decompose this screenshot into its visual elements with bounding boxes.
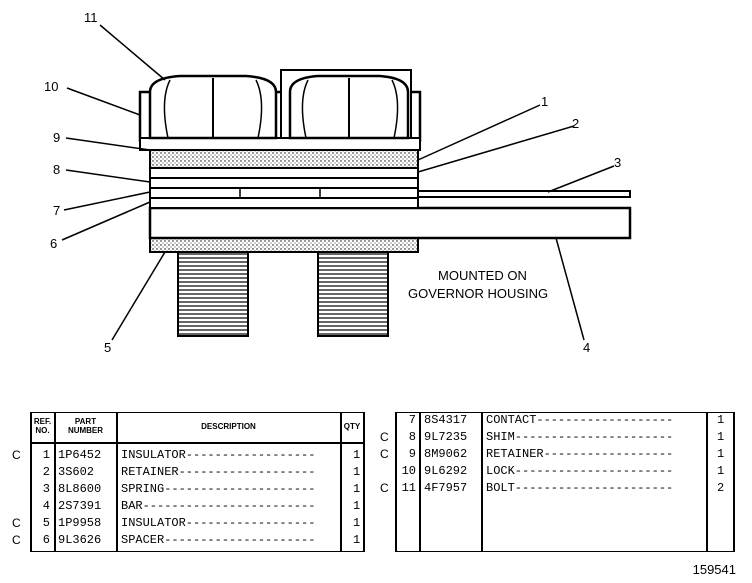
- contact: [149, 187, 419, 199]
- bolt-shank-left: [177, 249, 249, 337]
- ref-number: 6: [42, 533, 50, 547]
- quantity: 1: [717, 413, 725, 427]
- part-number: 8L8600: [58, 482, 102, 496]
- quantity: 1: [353, 516, 361, 530]
- spring: [417, 190, 631, 198]
- ref-number: 5: [42, 516, 50, 530]
- figure-number: 159541: [692, 562, 736, 577]
- callout-6: 6: [50, 236, 57, 251]
- description: CONTACT-------------------: [486, 413, 674, 427]
- quantity: 1: [353, 465, 361, 479]
- quantity: 1: [353, 533, 361, 547]
- mounted-note-line2: GOVERNOR HOUSING: [408, 286, 548, 301]
- description: RETAINER------------------: [486, 447, 674, 461]
- ref-number: 10: [401, 464, 416, 478]
- part-number: 1P6452: [58, 448, 102, 462]
- callout-4: 4: [583, 340, 590, 355]
- quantity: 2: [717, 481, 725, 495]
- callout-5: 5: [104, 340, 111, 355]
- description: BOLT----------------------: [486, 481, 674, 495]
- callout-9: 9: [53, 130, 60, 145]
- part-number: 4F7957: [424, 481, 468, 495]
- quantity: 1: [353, 482, 361, 496]
- callout-10: 10: [44, 79, 58, 94]
- part-number: 9L7235: [424, 430, 468, 444]
- bar: [148, 206, 632, 240]
- part-number: 3S602: [58, 465, 95, 479]
- header-qty: QTY: [343, 422, 361, 431]
- ref-number: 1: [42, 448, 50, 462]
- callout-1: 1: [541, 94, 548, 109]
- retainer: [149, 167, 419, 179]
- description: SPACER---------------------: [121, 533, 316, 547]
- ref-number: 3: [42, 482, 50, 496]
- quantity: 1: [717, 447, 725, 461]
- part-number: 2S7391: [58, 499, 102, 513]
- ref-number: 9: [408, 447, 416, 461]
- part-number: 9L3626: [58, 533, 102, 547]
- header-description: DESCRIPTION: [201, 422, 256, 431]
- description: LOCK----------------------: [486, 464, 674, 478]
- part-number: 8S4317: [424, 413, 468, 427]
- callout-8: 8: [53, 162, 60, 177]
- change-flag: C: [380, 447, 389, 461]
- ref-number: 2: [42, 465, 50, 479]
- parts-table-right: [395, 412, 735, 552]
- quantity: 1: [717, 464, 725, 478]
- quantity: 1: [353, 448, 361, 462]
- insulator-top: [149, 149, 419, 169]
- description: INSULATOR------------------: [121, 516, 316, 530]
- callout-3: 3: [614, 155, 621, 170]
- change-flag: C: [12, 516, 21, 530]
- shim: [149, 177, 419, 189]
- header-ref-no: REF.NO.: [33, 417, 52, 435]
- ref-number: 7: [408, 413, 416, 427]
- description: INSULATOR------------------: [121, 448, 316, 462]
- change-flag: C: [380, 481, 389, 495]
- ref-number: 4: [42, 499, 50, 513]
- part-number: 9L6292: [424, 464, 468, 478]
- mounted-note-line1: MOUNTED ON: [438, 268, 527, 283]
- description: RETAINER-------------------: [121, 465, 316, 479]
- callout-2: 2: [572, 116, 579, 131]
- description: SHIM----------------------: [486, 430, 674, 444]
- description: BAR------------------------: [121, 499, 316, 513]
- change-flag: C: [380, 430, 389, 444]
- ref-number: 11: [401, 481, 416, 495]
- part-number: 1P9958: [58, 516, 102, 530]
- part-number: 8M9062: [424, 447, 468, 461]
- bolt-head-left: [148, 74, 278, 140]
- bolt-head-right: [280, 69, 412, 140]
- callout-7: 7: [53, 203, 60, 218]
- change-flag: C: [12, 448, 21, 462]
- ref-number: 8: [408, 430, 416, 444]
- description: SPRING---------------------: [121, 482, 316, 496]
- quantity: 1: [717, 430, 725, 444]
- change-flag: C: [12, 533, 21, 547]
- spacer: [149, 197, 419, 209]
- assembly-diagram: 11 10 9 8 7 6 5 1 2 3 4 MOUNTED ON GOVER…: [44, 10, 632, 355]
- bolt-shank-right: [317, 249, 389, 337]
- quantity: 1: [353, 499, 361, 513]
- leader-lines: [61, 24, 615, 341]
- callout-11: 11: [84, 10, 98, 25]
